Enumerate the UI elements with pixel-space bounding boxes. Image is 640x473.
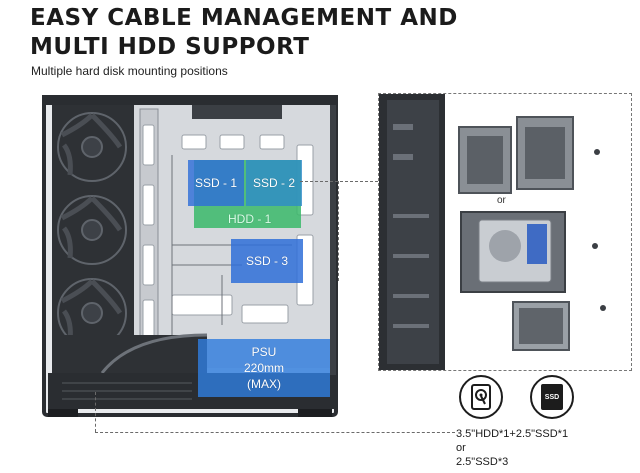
connector-line-down — [338, 181, 339, 281]
ssd-2-label: SSD - 2 — [252, 176, 295, 190]
ssd-3-zone: SSD - 3 — [231, 239, 303, 283]
subtitle: Multiple hard disk mounting positions — [31, 64, 228, 78]
title-line-1: EASY CABLE MANAGEMENT AND — [30, 5, 458, 31]
connector-line-bottom-h — [95, 432, 455, 433]
drive-bay-graphic — [379, 94, 606, 370]
psu-max-label: (MAX) — [247, 377, 281, 391]
psu-label: PSU — [251, 345, 277, 359]
ssd-icon-body: SSD — [541, 384, 563, 410]
connector-line-top — [300, 181, 378, 182]
ssd-1-label: SSD - 1 — [194, 176, 237, 190]
ssd-3-label: SSD - 3 — [245, 254, 288, 268]
connector-line-bottom — [95, 392, 96, 432]
spec-line-1: 3.5"HDD*1+2.5"SSD*1 — [456, 428, 569, 440]
ssd-icon-text: SSD — [544, 393, 560, 401]
ssd-icon: SSD — [530, 375, 574, 419]
spec-line-2: or — [456, 442, 466, 454]
ssd-2-zone: SSD - 2 — [246, 160, 302, 206]
psu-zone: PSU 220mm (MAX) — [198, 339, 330, 397]
hdd-icon-glyph — [471, 384, 491, 410]
pc-case-illustration: HDD - 1 SSD - 1 SSD - 2 SSD - 3 PSU 220m… — [42, 95, 338, 419]
title-line-2: MULTI HDD SUPPORT — [30, 34, 310, 60]
page-title: EASY CABLE MANAGEMENT AND MULTI HDD SUPP… — [30, 4, 458, 62]
hdd-icon — [459, 375, 503, 419]
ssd-1-zone: SSD - 1 — [188, 160, 244, 206]
or-label: or — [497, 195, 506, 206]
drive-bay-detail-panel: or — [378, 93, 632, 371]
psu-length-label: 220mm — [243, 361, 284, 375]
spec-line-3: 2.5"SSD*3 — [456, 456, 509, 468]
hdd-1-label: HDD - 1 — [228, 212, 272, 226]
